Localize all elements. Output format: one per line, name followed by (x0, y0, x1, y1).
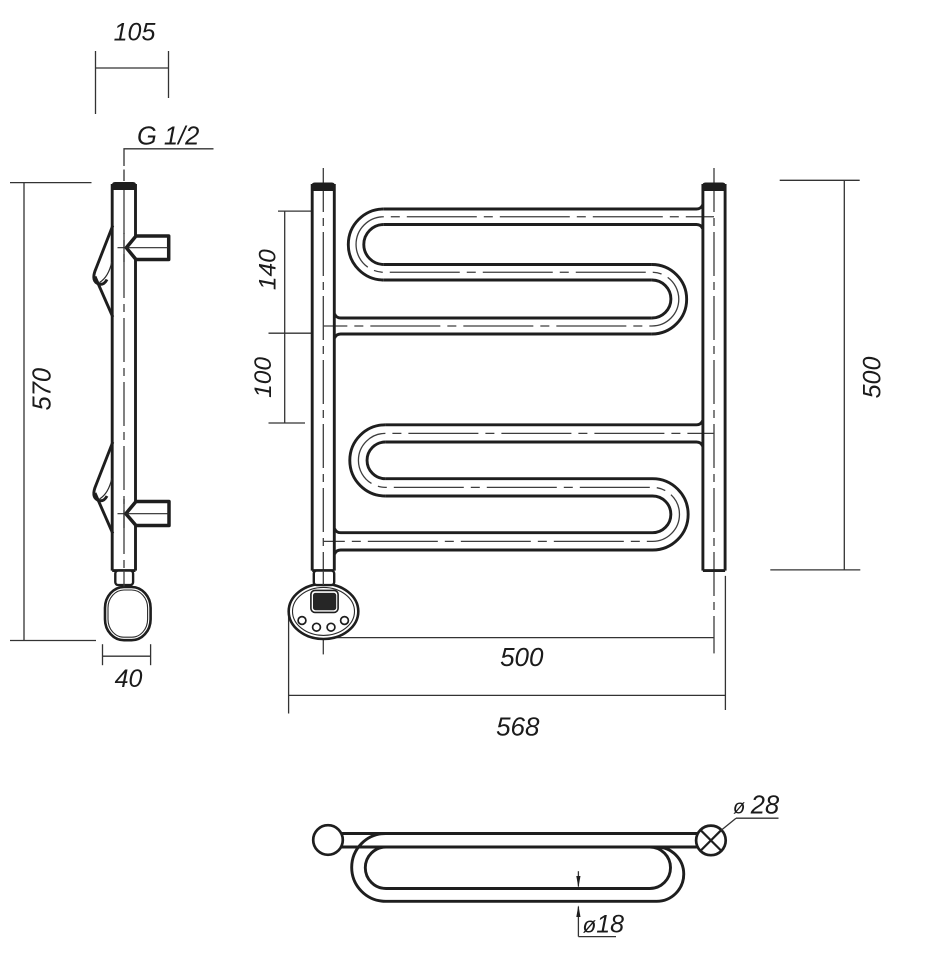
svg-text:500: 500 (500, 642, 544, 672)
svg-text:40: 40 (115, 665, 143, 693)
svg-text:570: 570 (29, 368, 57, 411)
svg-text:G 1/2: G 1/2 (137, 123, 199, 151)
svg-text:100: 100 (250, 357, 277, 398)
svg-text:105: 105 (114, 19, 156, 47)
svg-text:140: 140 (254, 249, 281, 290)
svg-text:500: 500 (859, 357, 887, 399)
svg-text:568: 568 (496, 712, 540, 742)
svg-text:ø 28: ø 28 (733, 792, 780, 820)
svg-text:ø18: ø18 (583, 911, 625, 939)
